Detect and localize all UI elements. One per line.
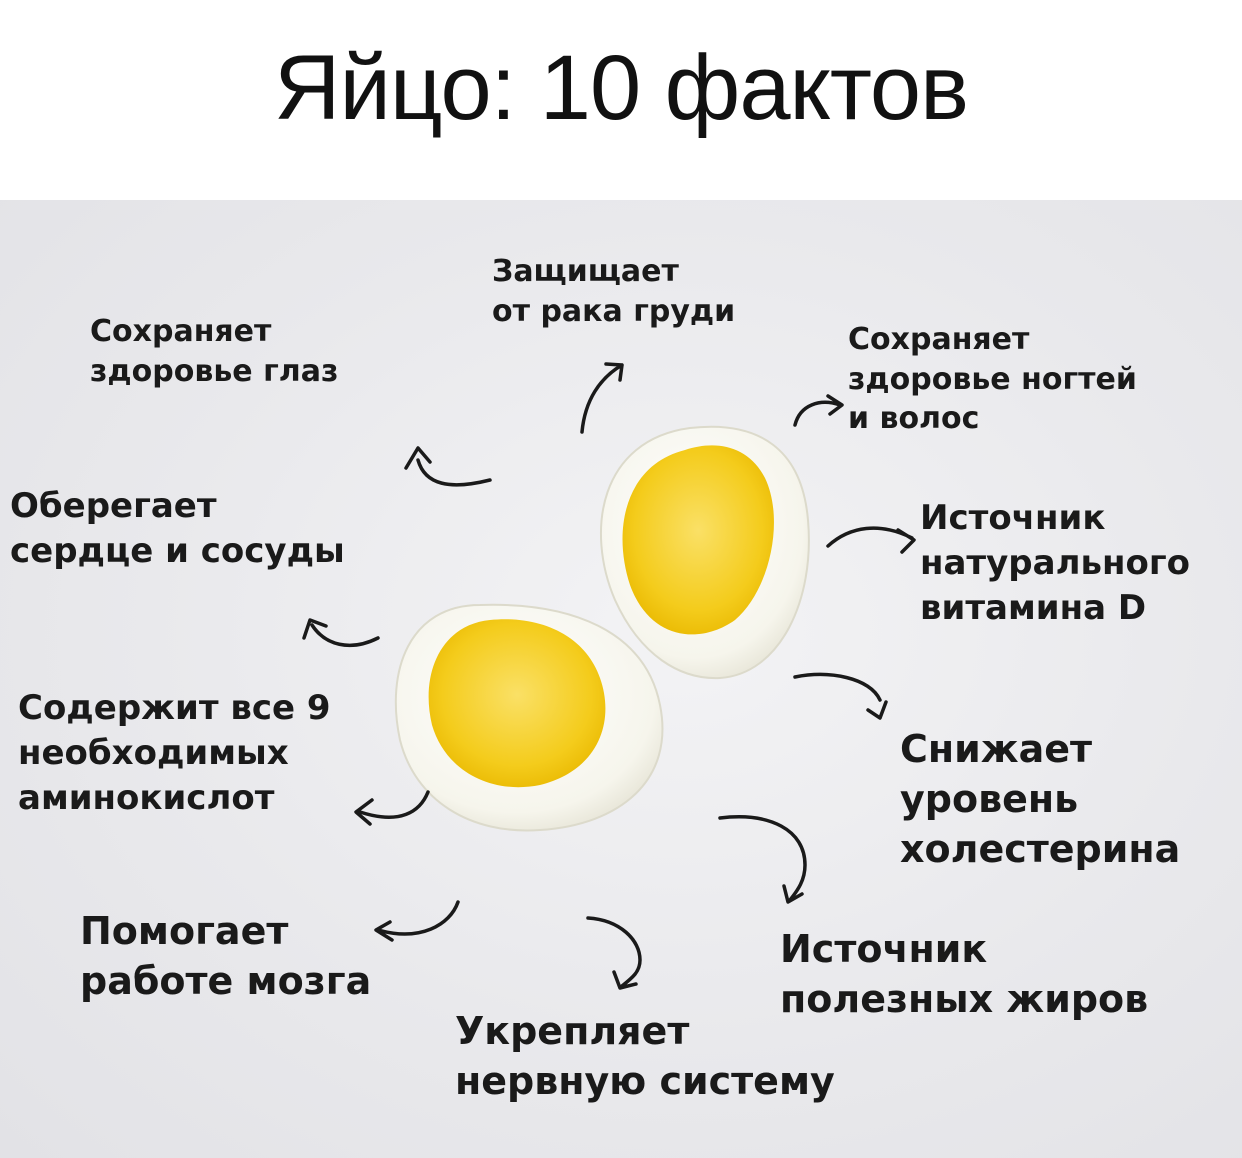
fact-line: от рака груди xyxy=(492,293,736,329)
arrow-vitamin xyxy=(826,526,916,554)
fact-line: холестерина xyxy=(900,827,1181,872)
arrow-nerves xyxy=(586,916,642,990)
fact-line: Содержит все 9 xyxy=(18,688,331,728)
fact-nails-hair: Сохраняет здоровье ногтей и волос xyxy=(848,320,1137,439)
arrow-eyes xyxy=(404,446,492,487)
egg-half-back xyxy=(599,425,810,680)
fact-amino-acids: Содержит все 9 необходимых аминокислот xyxy=(18,686,331,821)
egg-infographic: Защищает от рака груди Сохраняет здоровь… xyxy=(0,200,1242,1158)
fact-line: Укрепляет xyxy=(455,1009,690,1053)
fact-line: здоровье глаз xyxy=(90,353,339,389)
arrow-brain xyxy=(374,900,460,942)
fact-line: уровень xyxy=(900,777,1079,822)
fact-line: необходимых xyxy=(18,732,289,773)
arrow-fats xyxy=(718,815,807,904)
fact-line: витамина D xyxy=(920,587,1147,628)
fact-line: работе мозга xyxy=(80,959,372,1004)
fact-line: нервную систему xyxy=(455,1059,835,1104)
arrow-amino xyxy=(354,790,430,826)
fact-line: Снижает xyxy=(900,727,1093,771)
fact-line: Оберегает xyxy=(10,486,217,526)
egg-illustration xyxy=(302,362,916,990)
fact-cholesterol: Снижает уровень холестерина xyxy=(900,724,1180,874)
fact-line: Помогает xyxy=(80,909,289,953)
arrow-nails xyxy=(793,394,844,427)
fact-line: сердце и сосуды xyxy=(10,530,345,571)
fact-eye-health: Сохраняет здоровье глаз xyxy=(90,312,338,391)
fact-brain: Помогает работе мозга xyxy=(80,906,371,1006)
title-band: Яйцо: 10 фактов xyxy=(0,0,1242,200)
fact-line: Источник xyxy=(780,927,988,971)
page-title: Яйцо: 10 фактов xyxy=(274,37,969,139)
arrow-breast xyxy=(580,362,624,434)
fact-healthy-fats: Источник полезных жиров xyxy=(780,924,1148,1024)
fact-line: полезных жиров xyxy=(780,977,1149,1022)
fact-line: и волос xyxy=(848,401,980,437)
fact-line: Источник xyxy=(920,498,1106,538)
fact-line: Защищает xyxy=(492,254,679,289)
arrow-heart xyxy=(302,618,380,647)
arrows xyxy=(302,362,916,990)
fact-breast-cancer: Защищает от рака груди xyxy=(492,252,735,331)
arrow-cholesterol xyxy=(793,672,888,720)
fact-line: Сохраняет xyxy=(848,322,1030,357)
fact-line: здоровье ногтей xyxy=(848,361,1137,397)
fact-heart: Оберегает сердце и сосуды xyxy=(10,484,345,574)
fact-vitamin-d: Источник натурального витамина D xyxy=(920,496,1190,631)
fact-nervous-system: Укрепляет нервную систему xyxy=(455,1006,835,1106)
egg-half-front xyxy=(394,603,664,832)
fact-line: аминокислот xyxy=(18,777,275,818)
fact-line: натурального xyxy=(920,542,1190,583)
fact-line: Сохраняет xyxy=(90,314,272,349)
